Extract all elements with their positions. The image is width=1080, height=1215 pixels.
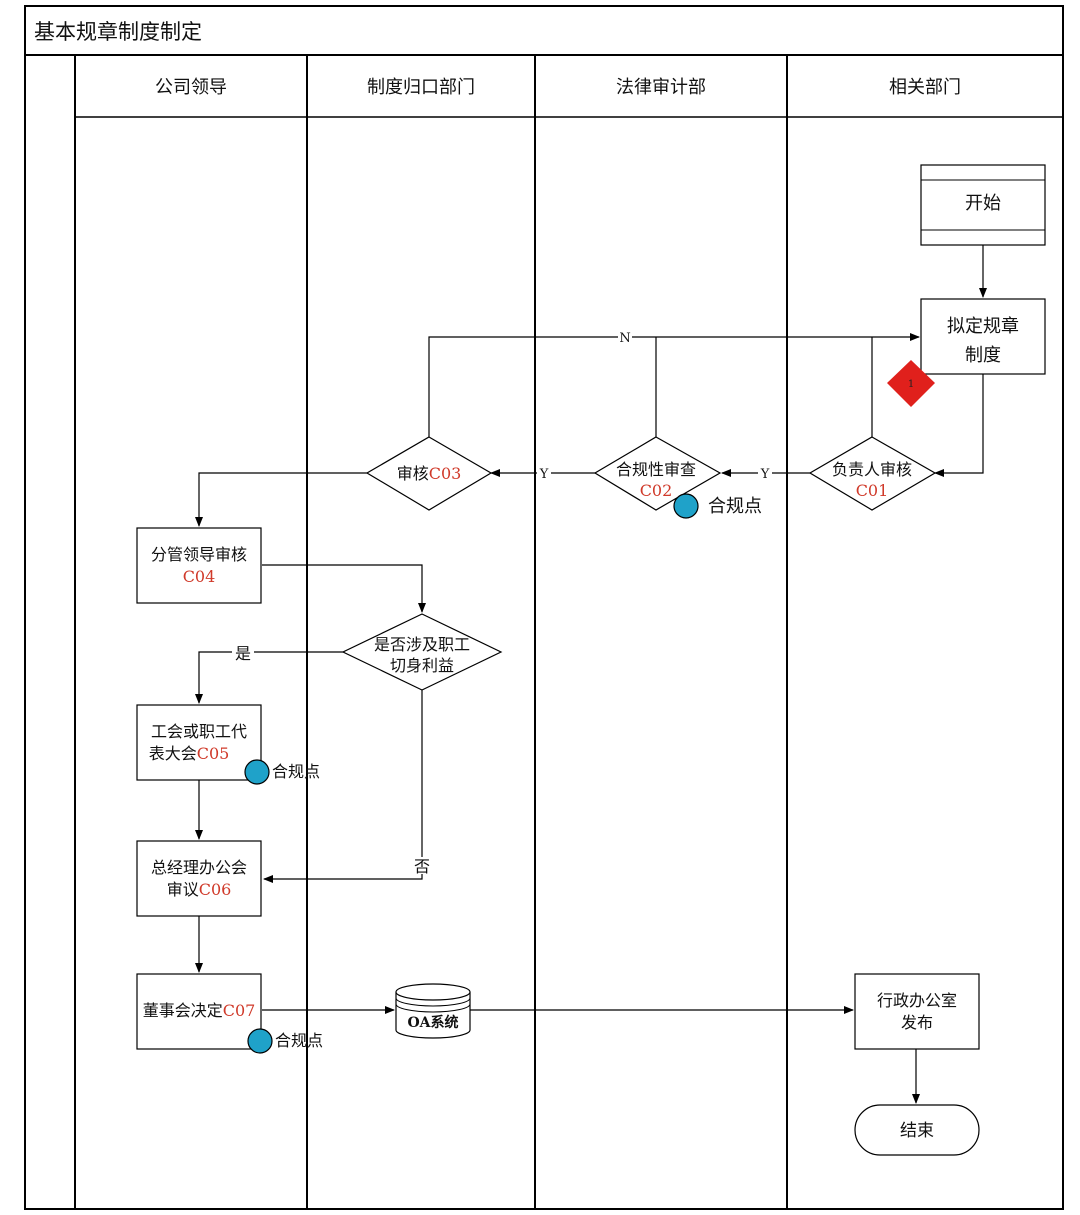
edge-decision-yes <box>195 651 343 704</box>
svg-text:发布: 发布 <box>901 1013 933 1032</box>
svg-text:审核C03: 审核C03 <box>397 464 462 483</box>
edge-label-y-c01: Y <box>760 467 770 482</box>
svg-text:董事会决定C07: 董事会决定C07 <box>143 1001 256 1020</box>
svg-text:合规点: 合规点 <box>275 1031 323 1050</box>
edge-c03-to-c04 <box>195 472 367 527</box>
risk-marker: 1 <box>887 360 935 407</box>
edge-decision-no <box>263 690 423 883</box>
svg-text:C02: C02 <box>640 481 673 500</box>
svg-text:表大会C05: 表大会C05 <box>149 744 230 763</box>
lane-header-related-depts: 相关部门 <box>889 77 961 98</box>
leader-review-node: 分管领导审核 C04 <box>136 527 262 604</box>
svg-text:切身利益: 切身利益 <box>390 656 454 675</box>
involves-worker-interests-decision: 是否涉及职工 切身利益 <box>341 613 503 691</box>
svg-text:行政办公室: 行政办公室 <box>877 991 957 1010</box>
edge-label-yes: 是 <box>235 644 251 663</box>
oa-system-database: OA系统 <box>395 983 471 1039</box>
edge-c03-no-to-draft <box>428 333 920 437</box>
union-congress-node: 工会或职工代 表大会C05 <box>136 704 262 781</box>
diagram-title: 基本规章制度制定 <box>34 20 202 44</box>
svg-text:工会或职工代: 工会或职工代 <box>151 722 247 741</box>
responsible-review-decision: 负责人审核 C01 <box>808 436 937 511</box>
svg-text:拟定规章: 拟定规章 <box>947 316 1019 337</box>
lane-header-company-leaders: 公司领导 <box>155 77 227 98</box>
audit-decision: 审核C03 <box>365 436 493 511</box>
edge-label-no: 否 <box>414 857 430 876</box>
compliance-review-decision: 合规性审查 C02 <box>593 436 722 511</box>
swimlanes: 公司领导 制度归口部门 法律审计部 相关部门 <box>74 55 1063 1209</box>
outer-frame <box>24 5 1064 1210</box>
end-label: 结束 <box>900 1121 934 1141</box>
svg-text:负责人审核: 负责人审核 <box>832 460 912 479</box>
svg-text:是否涉及职工: 是否涉及职工 <box>374 635 470 654</box>
board-decision-node: 董事会决定C07 <box>136 973 262 1050</box>
svg-text:总经理办公会: 总经理办公会 <box>151 858 247 877</box>
risk-marker-label: 1 <box>908 379 914 390</box>
draft-regulation-node: 拟定规章 制度 <box>920 298 1046 375</box>
edge-label-y-c02: Y <box>539 467 549 482</box>
edge-c04-to-decision <box>262 564 426 613</box>
oa-system-label: OA系统 <box>407 1014 458 1031</box>
compliance-point-c07: 合规点 <box>247 1028 323 1054</box>
svg-text:合规点: 合规点 <box>708 496 762 517</box>
admin-office-publish-node: 行政办公室 发布 <box>854 973 980 1050</box>
svg-text:审议C06: 审议C06 <box>167 880 232 899</box>
svg-text:分管领导审核: 分管领导审核 <box>151 545 247 564</box>
svg-text:C04: C04 <box>183 567 216 586</box>
gm-meeting-node: 总经理办公会 审议C06 <box>136 840 262 917</box>
lane-header-legal-audit: 法律审计部 <box>616 77 706 98</box>
compliance-point-c02: 合规点 <box>673 493 762 519</box>
start-label: 开始 <box>965 193 1001 214</box>
edge-label-n: N <box>619 331 630 346</box>
svg-text:制度: 制度 <box>965 345 1001 366</box>
end-node: 结束 <box>854 1104 980 1156</box>
compliance-point-c05: 合规点 <box>244 759 320 785</box>
svg-text:C01: C01 <box>856 481 889 500</box>
edge-draft-to-c01 <box>934 374 984 477</box>
svg-text:合规点: 合规点 <box>272 762 320 781</box>
lane-header-policy-dept: 制度归口部门 <box>367 77 475 98</box>
svg-text:合规性审查: 合规性审查 <box>616 460 696 479</box>
start-node: 开始 <box>920 164 1046 246</box>
